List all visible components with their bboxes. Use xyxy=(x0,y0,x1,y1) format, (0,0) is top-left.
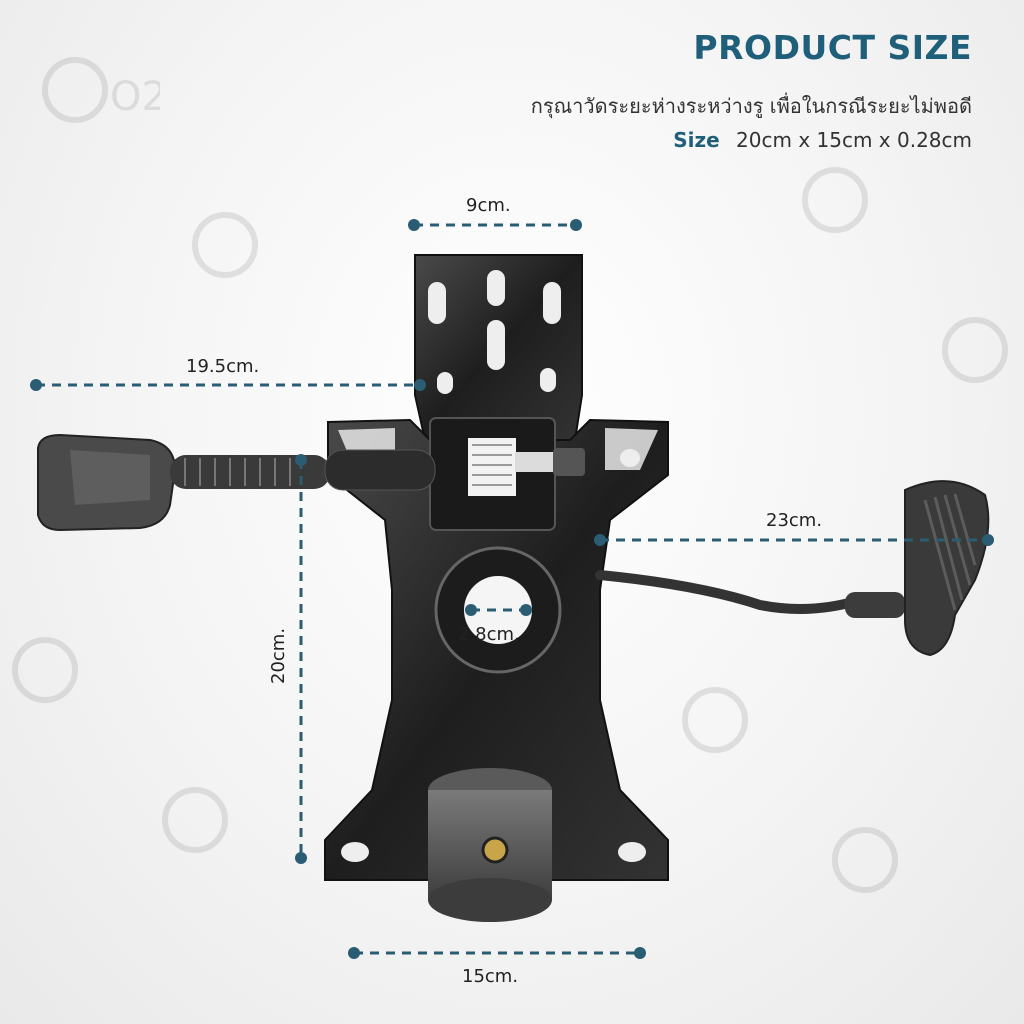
page-subtitle: กรุณาวัดระยะห่างระหว่างรู เพื่อในกรณีระย… xyxy=(530,94,972,118)
dim-label-right-lever: 23cm. xyxy=(766,510,823,531)
right-lever xyxy=(595,480,990,657)
watermark-logo xyxy=(802,167,868,233)
dimension-endpoints xyxy=(30,219,994,959)
watermark-logo xyxy=(192,212,258,278)
watermark-logo xyxy=(12,637,78,703)
size-label: Size xyxy=(673,128,720,152)
watermark-logo xyxy=(832,827,898,893)
dim-label-hole: 2.8cm. xyxy=(458,624,520,645)
watermark-logo xyxy=(162,787,228,853)
dim-label-top-width: 9cm. xyxy=(466,195,511,216)
page-title: PRODUCT SIZE xyxy=(693,28,972,67)
tension-knob xyxy=(428,768,552,922)
dim-label-bottom-width: 15cm. xyxy=(462,966,519,987)
watermark-logo: O2 xyxy=(42,57,160,123)
size-value: 20cm x 15cm x 0.28cm xyxy=(736,128,972,152)
left-lever xyxy=(37,433,436,532)
watermark-logo xyxy=(682,687,748,753)
size-spec: Size 20cm x 15cm x 0.28cm xyxy=(673,128,972,152)
dim-label-height: 20cm. xyxy=(268,627,289,684)
dimension-lines xyxy=(36,223,988,955)
watermark-logo xyxy=(942,317,1008,383)
dim-label-left-lever: 19.5cm. xyxy=(186,356,260,377)
watermark-text: O2 xyxy=(110,74,160,120)
top-plate-slots xyxy=(428,270,561,394)
